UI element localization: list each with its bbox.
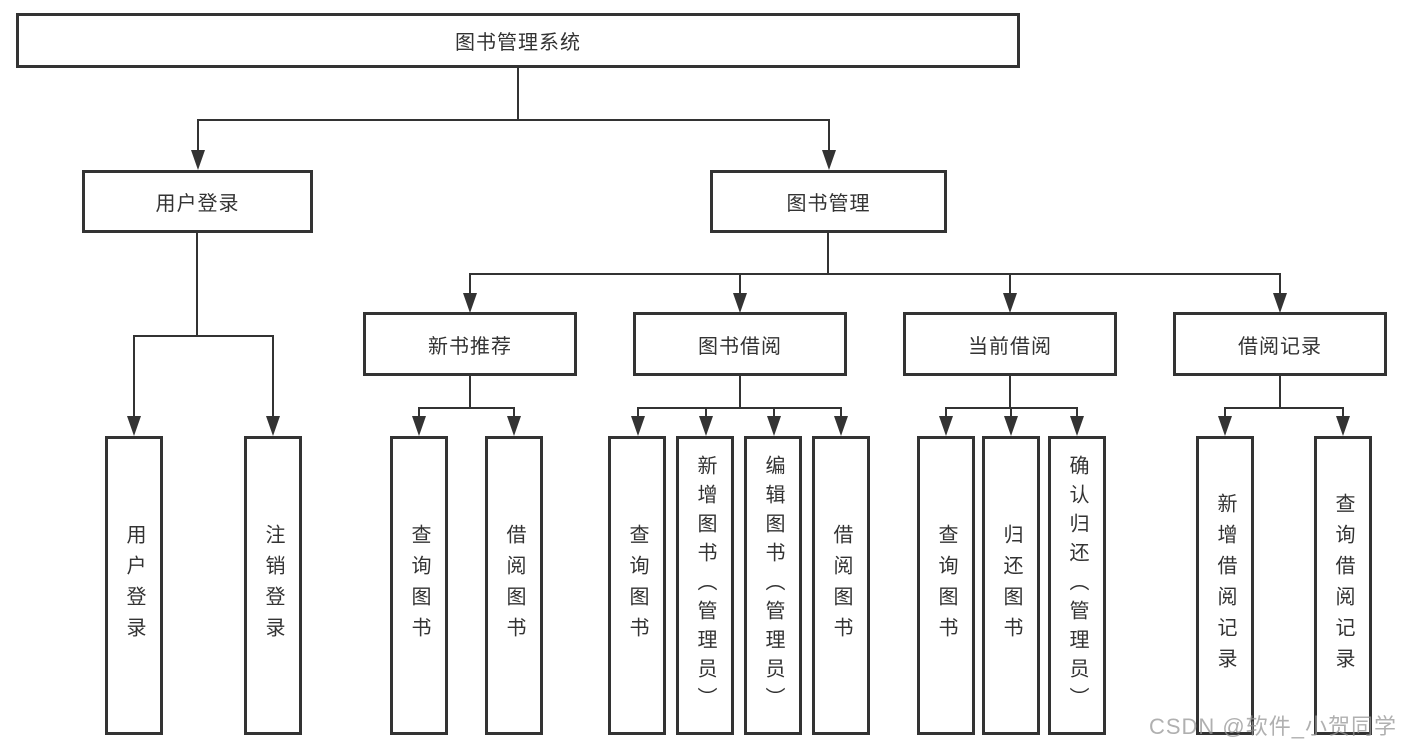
leaf-label: 编辑图书（管理员） — [762, 455, 784, 716]
leaf-query-books-1: 查询图书 — [390, 436, 448, 735]
leaf-label: 查询图书 — [626, 523, 648, 648]
leaf-query-books-2: 查询图书 — [608, 436, 666, 735]
arrow-down-icon — [631, 416, 645, 436]
arrow-down-icon — [699, 416, 713, 436]
node-book-management: 图书管理 — [710, 170, 947, 233]
leaf-confirm-return-admin: 确认归还（管理员） — [1048, 436, 1106, 735]
arrow-down-icon — [1218, 416, 1232, 436]
connector-line — [513, 407, 515, 419]
connector-line — [469, 376, 471, 409]
leaf-label: 注销登录 — [262, 523, 284, 648]
arrow-down-icon — [507, 416, 521, 436]
connector-line — [418, 407, 420, 419]
arrow-down-icon — [767, 416, 781, 436]
leaf-user-login: 用户登录 — [105, 436, 163, 735]
node-label: 图书管理系统 — [455, 32, 581, 54]
connector-line — [828, 119, 830, 153]
leaf-logout: 注销登录 — [244, 436, 302, 735]
node-label: 借阅记录 — [1238, 335, 1322, 358]
node-library-management-system: 图书管理系统 — [16, 13, 1020, 68]
leaf-label: 新增借阅记录 — [1214, 492, 1236, 679]
arrow-down-icon — [127, 416, 141, 436]
arrow-down-icon — [1273, 293, 1287, 313]
arrow-down-icon — [1004, 416, 1018, 436]
connector-line — [469, 273, 471, 296]
connector-line — [1224, 407, 1226, 419]
arrow-down-icon — [412, 416, 426, 436]
arrow-down-icon — [266, 416, 280, 436]
leaf-return-books: 归还图书 — [982, 436, 1040, 735]
leaf-query-books-3: 查询图书 — [917, 436, 975, 735]
arrow-down-icon — [1336, 416, 1350, 436]
leaf-label: 查询借阅记录 — [1332, 492, 1354, 679]
node-new-book-recommendation: 新书推荐 — [363, 312, 577, 376]
leaf-edit-book-admin: 编辑图书（管理员） — [744, 436, 802, 735]
leaf-label: 归还图书 — [1000, 523, 1022, 648]
leaf-query-borrow-record: 查询借阅记录 — [1314, 436, 1372, 735]
leaf-label: 新增图书（管理员） — [694, 455, 716, 716]
arrow-down-icon — [463, 293, 477, 313]
connector-line — [1279, 376, 1281, 409]
connector-line — [705, 407, 707, 419]
connector-line — [739, 273, 741, 296]
connector-line — [133, 335, 274, 337]
arrow-down-icon — [822, 150, 836, 170]
connector-line — [945, 407, 947, 419]
csdn-watermark: CSDN @软件_小贺同学 — [1148, 714, 1397, 739]
arrow-down-icon — [1070, 416, 1084, 436]
arrow-down-icon — [733, 293, 747, 313]
connector-line — [637, 407, 842, 409]
connector-line — [1009, 376, 1011, 409]
connector-line — [840, 407, 842, 419]
arrow-down-icon — [191, 150, 205, 170]
connector-line — [1076, 407, 1078, 419]
connector-line — [773, 407, 775, 419]
node-label: 当前借阅 — [968, 335, 1052, 358]
node-label: 图书借阅 — [698, 335, 782, 358]
node-label: 图书管理 — [786, 193, 871, 215]
connector-line — [637, 407, 639, 419]
connector-line — [197, 119, 830, 121]
leaf-add-book-admin: 新增图书（管理员） — [676, 436, 734, 735]
connector-line — [196, 233, 198, 337]
connector-line — [1009, 273, 1011, 296]
arrow-down-icon — [834, 416, 848, 436]
leaf-label: 查询图书 — [408, 523, 430, 648]
leaf-label: 借阅图书 — [503, 523, 525, 648]
leaf-borrow-books-2: 借阅图书 — [812, 436, 870, 735]
node-user-login: 用户登录 — [82, 170, 313, 233]
connector-line — [418, 407, 515, 409]
connector-line — [827, 233, 829, 275]
node-book-borrowing: 图书借阅 — [633, 312, 847, 376]
leaf-add-borrow-record: 新增借阅记录 — [1196, 436, 1254, 735]
arrow-down-icon — [939, 416, 953, 436]
node-label: 新书推荐 — [428, 335, 512, 358]
connector-line — [739, 376, 741, 409]
connector-line — [469, 273, 1281, 275]
node-current-borrowing: 当前借阅 — [903, 312, 1117, 376]
connector-line — [197, 119, 199, 153]
leaf-label: 确认归还（管理员） — [1066, 455, 1088, 716]
connector-line — [1010, 407, 1012, 419]
leaf-borrow-books-1: 借阅图书 — [485, 436, 543, 735]
connector-line — [517, 68, 519, 121]
connector-line — [1224, 407, 1344, 409]
node-borrowing-records: 借阅记录 — [1173, 312, 1387, 376]
connector-line — [1342, 407, 1344, 419]
connector-line — [272, 335, 274, 419]
leaf-label: 查询图书 — [935, 523, 957, 648]
connector-line — [1279, 273, 1281, 296]
leaf-label: 用户登录 — [123, 523, 145, 648]
connector-line — [133, 335, 135, 419]
leaf-label: 借阅图书 — [830, 523, 852, 648]
node-label: 用户登录 — [155, 193, 240, 215]
arrow-down-icon — [1003, 293, 1017, 313]
